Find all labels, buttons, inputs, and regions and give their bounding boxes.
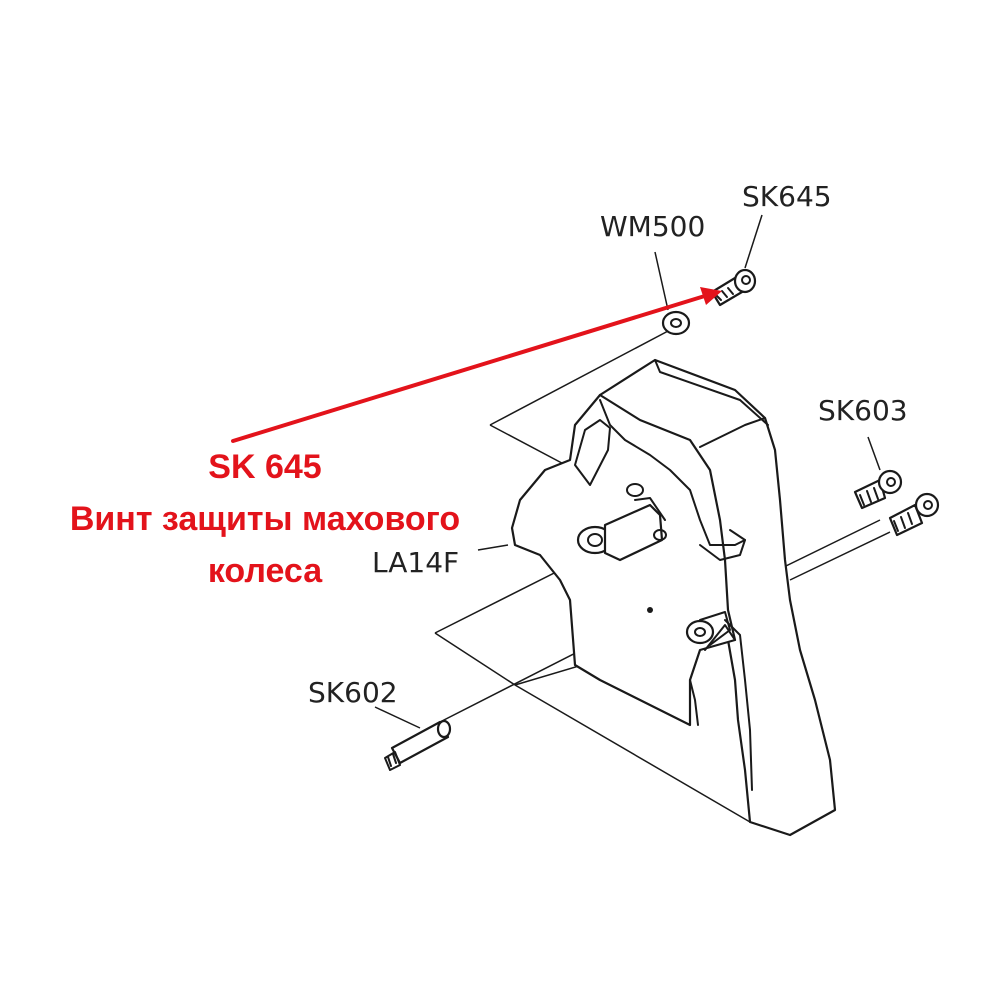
callout-line2: колеса bbox=[208, 552, 323, 590]
screw-sk645 bbox=[710, 268, 757, 307]
housing-la14f bbox=[510, 358, 837, 837]
screws-sk603 bbox=[853, 469, 940, 537]
washer-wm500 bbox=[661, 310, 691, 336]
label-sk645: SK645 bbox=[742, 180, 832, 213]
label-sk603: SK603 bbox=[818, 394, 908, 427]
label-wm500: WM500 bbox=[600, 210, 705, 243]
label-sk602: SK602 bbox=[308, 676, 398, 709]
callout-title: SK 645 bbox=[208, 448, 321, 486]
label-la14f: LA14F bbox=[372, 546, 459, 579]
callout-arrow bbox=[231, 287, 722, 443]
pin-sk602 bbox=[384, 719, 452, 771]
callout-line1: Винт защиты махового bbox=[70, 500, 460, 538]
